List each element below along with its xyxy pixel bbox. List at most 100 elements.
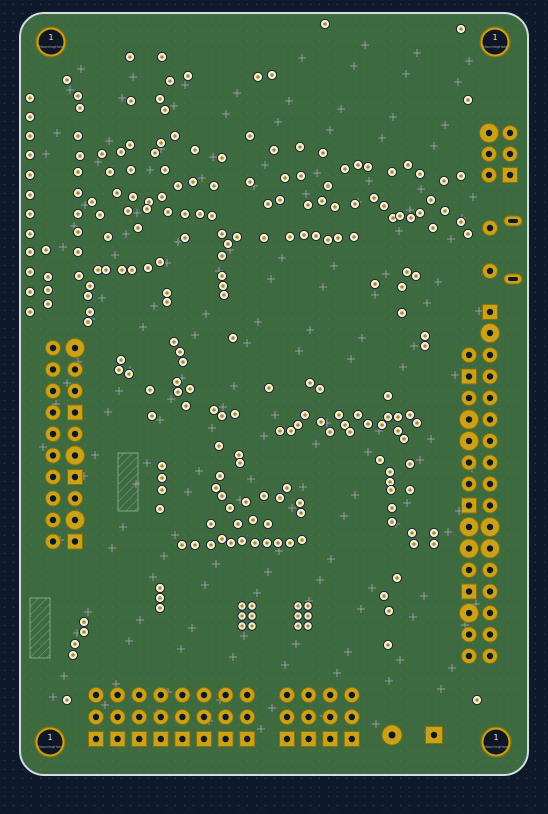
pad-square[interactable] <box>67 533 83 550</box>
pad[interactable] <box>45 490 61 507</box>
pad-oval[interactable] <box>503 273 523 285</box>
pad[interactable] <box>45 340 61 356</box>
pad-square[interactable] <box>131 731 148 747</box>
pad-square[interactable] <box>174 731 191 747</box>
pad-square[interactable] <box>196 731 212 747</box>
pad[interactable] <box>461 390 477 406</box>
pad[interactable] <box>196 687 212 703</box>
pad[interactable] <box>322 687 339 703</box>
pad[interactable] <box>45 361 61 378</box>
pad[interactable] <box>239 709 256 725</box>
pad[interactable] <box>67 361 83 378</box>
pad[interactable] <box>482 562 498 578</box>
pad[interactable] <box>482 368 498 385</box>
pad[interactable] <box>459 603 479 623</box>
pad[interactable] <box>65 338 85 358</box>
pad[interactable] <box>502 125 518 141</box>
pad[interactable] <box>196 709 212 725</box>
pad[interactable] <box>152 687 169 703</box>
pad[interactable] <box>67 426 83 442</box>
pad[interactable] <box>459 431 479 451</box>
pad[interactable] <box>279 687 295 703</box>
pad-square[interactable] <box>67 404 83 421</box>
pad[interactable] <box>461 648 477 664</box>
pad[interactable] <box>381 724 403 746</box>
pad[interactable] <box>174 687 191 703</box>
pad[interactable] <box>45 426 61 442</box>
pad[interactable] <box>461 562 477 578</box>
pad-square[interactable] <box>502 167 518 183</box>
pad[interactable] <box>461 626 477 643</box>
pad[interactable] <box>45 383 61 399</box>
pad[interactable] <box>343 709 360 725</box>
pad[interactable] <box>482 476 498 492</box>
pad[interactable] <box>279 709 295 725</box>
pad[interactable] <box>459 517 479 537</box>
pad[interactable] <box>67 490 83 507</box>
pad[interactable] <box>461 347 477 363</box>
pad[interactable] <box>482 411 498 428</box>
pad-square[interactable] <box>239 731 256 747</box>
pad[interactable] <box>109 687 126 703</box>
pad-square[interactable] <box>343 731 360 747</box>
pad[interactable] <box>480 538 500 559</box>
pad[interactable] <box>174 709 191 725</box>
pad[interactable] <box>482 454 498 471</box>
pad[interactable] <box>481 146 497 162</box>
pad-oval[interactable] <box>503 215 523 227</box>
pad[interactable] <box>482 648 498 664</box>
pad[interactable] <box>482 583 498 600</box>
pad[interactable] <box>239 687 256 703</box>
pad[interactable] <box>481 167 497 183</box>
pad-square[interactable] <box>322 731 339 747</box>
pad[interactable] <box>459 538 479 559</box>
pad[interactable] <box>300 687 317 703</box>
pad[interactable] <box>343 687 360 703</box>
pad-square[interactable] <box>67 469 83 485</box>
pad[interactable] <box>322 709 339 725</box>
pad-square[interactable] <box>461 497 477 514</box>
pad[interactable] <box>45 447 61 464</box>
pad[interactable] <box>482 347 498 363</box>
pad[interactable] <box>131 687 148 703</box>
pad[interactable] <box>131 709 148 725</box>
pad[interactable] <box>65 445 85 466</box>
pad-square[interactable] <box>152 731 169 747</box>
pad[interactable] <box>300 709 317 725</box>
pad-square[interactable] <box>461 368 477 385</box>
pad-square[interactable] <box>425 726 443 744</box>
pad[interactable] <box>217 709 234 725</box>
pad[interactable] <box>482 605 498 621</box>
pad[interactable] <box>459 409 479 430</box>
pad[interactable] <box>67 383 83 399</box>
pad-square[interactable] <box>482 304 498 320</box>
pad[interactable] <box>479 123 499 143</box>
pad[interactable] <box>152 709 169 725</box>
pad[interactable] <box>482 626 498 643</box>
pad-square[interactable] <box>300 731 317 747</box>
pad[interactable] <box>45 469 61 485</box>
pad[interactable] <box>45 512 61 528</box>
pad[interactable] <box>482 390 498 406</box>
pad-square[interactable] <box>461 583 477 600</box>
pad[interactable] <box>482 433 498 449</box>
pad-square[interactable] <box>109 731 126 747</box>
pad[interactable] <box>109 709 126 725</box>
pad[interactable] <box>482 263 498 279</box>
pad[interactable] <box>480 323 500 343</box>
pad[interactable] <box>45 533 61 550</box>
pad[interactable] <box>502 146 518 162</box>
pad[interactable] <box>65 510 85 530</box>
pad[interactable] <box>461 454 477 471</box>
pad[interactable] <box>88 687 104 703</box>
pad[interactable] <box>461 476 477 492</box>
pad-square[interactable] <box>279 731 295 747</box>
pad-square[interactable] <box>88 731 104 747</box>
pad[interactable] <box>482 220 498 236</box>
pad[interactable] <box>480 517 500 537</box>
